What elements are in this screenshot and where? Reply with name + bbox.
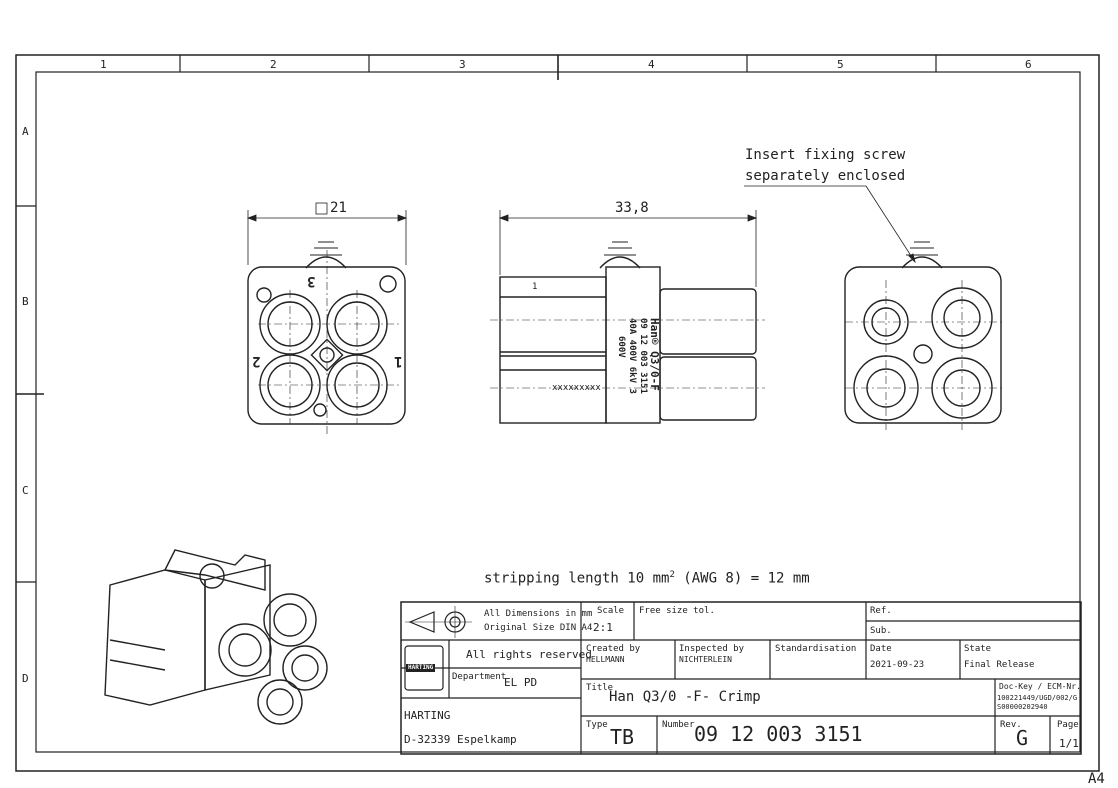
rev-value: G: [1016, 726, 1029, 750]
front-contact-1: 1: [394, 353, 403, 369]
department-label: Department: [452, 672, 507, 682]
standardisation-label: Standardisation: [775, 644, 857, 654]
tolerance-label: Free size tol.: [639, 606, 715, 616]
side-contact-label: 1: [532, 282, 538, 292]
grid-col-1: 1: [100, 58, 107, 71]
state-label: State: [964, 644, 992, 654]
created-value: HELLMANN: [586, 655, 625, 664]
front-contact-2: 2: [252, 353, 261, 369]
dockey-label: Doc-Key / ECM-Nr.: [999, 682, 1081, 691]
company-address: D-32339 Espelkamp: [404, 733, 517, 746]
grid-row-d: D: [22, 672, 29, 685]
front-view: [246, 202, 408, 436]
grid-col-3: 3: [459, 58, 466, 71]
title-value: Han Q3/0 -F- Crimp: [609, 689, 761, 705]
side-length-dimension: 33,8: [615, 200, 649, 216]
isometric-view: [104, 549, 328, 725]
ref-label: Ref.: [870, 606, 892, 616]
grid-row-c: C: [22, 484, 29, 497]
type-value: TB: [610, 725, 635, 749]
grid-row-b: B: [22, 295, 29, 308]
side-marking-line-3: 40A 400V 6kV 3: [627, 318, 637, 394]
rights-text: All rights reserved: [466, 648, 592, 661]
grid-col-5: 5: [837, 58, 844, 71]
inspected-value: NICHTERLEIN: [679, 655, 732, 664]
stripping-note-suffix: (AWG 8) = 12 mm: [674, 570, 810, 587]
scale-value: 2:1: [593, 621, 613, 634]
callout-line-2: separately enclosed: [745, 168, 906, 184]
side-marking-block: Han® Q3/0-F 09 12 003 3151 40A 400V 6kV …: [600, 278, 661, 418]
side-marking-line-2: 09 12 003 3151: [638, 318, 648, 394]
stripping-note-prefix: stripping length 10 mm: [484, 570, 670, 587]
side-marking-line-1: Han® Q3/0-F: [648, 318, 661, 391]
front-contact-3: 3: [307, 273, 316, 289]
grid-col-2: 2: [270, 58, 277, 71]
sheet-size: A4: [1088, 771, 1105, 787]
front-width-dimension: 21: [330, 200, 347, 216]
dockey-line-2: S00000202940: [997, 703, 1048, 711]
grid-row-a: A: [22, 125, 29, 138]
harting-logo: HARTING: [406, 664, 436, 672]
type-label: Type: [586, 720, 608, 730]
inspected-label: Inspected by: [679, 644, 745, 654]
page-label: Page: [1057, 720, 1079, 730]
scale-label: Scale: [597, 606, 625, 616]
number-label: Number: [662, 720, 695, 730]
created-label: Created by: [586, 644, 641, 654]
stripping-note-sup: 2: [669, 570, 675, 580]
rear-view: [744, 185, 1005, 430]
page-value: 1/1: [1059, 737, 1079, 750]
rev-label: Rev.: [1000, 720, 1022, 730]
dockey-line-1: 100221449/UGD/002/G: [997, 694, 1078, 702]
grid-col-4: 4: [648, 58, 655, 71]
dims-line-2: Original Size DIN A4: [484, 623, 593, 633]
department-value: EL PD: [504, 676, 538, 689]
number-value: 09 12 003 3151: [694, 722, 863, 746]
date-label: Date: [870, 644, 892, 654]
stripping-note: stripping length 10 mm2 (AWG 8) = 12 mm: [484, 571, 810, 586]
side-part-marker: xxxxxxxxx: [552, 383, 601, 393]
state-value: Final Release: [964, 660, 1035, 670]
side-marking-line-4: 600V: [616, 336, 626, 358]
dims-line-1: All Dimensions in mm: [484, 609, 593, 619]
sub-label: Sub.: [870, 626, 892, 636]
grid-col-6: 6: [1025, 58, 1032, 71]
callout-line-1: Insert fixing screw: [745, 147, 906, 163]
title-block-lines: [400, 601, 1082, 755]
title-label: Title: [586, 683, 614, 693]
company-name: HARTING: [404, 709, 451, 722]
side-view: [490, 210, 765, 424]
date-value: 2021-09-23: [870, 660, 925, 670]
